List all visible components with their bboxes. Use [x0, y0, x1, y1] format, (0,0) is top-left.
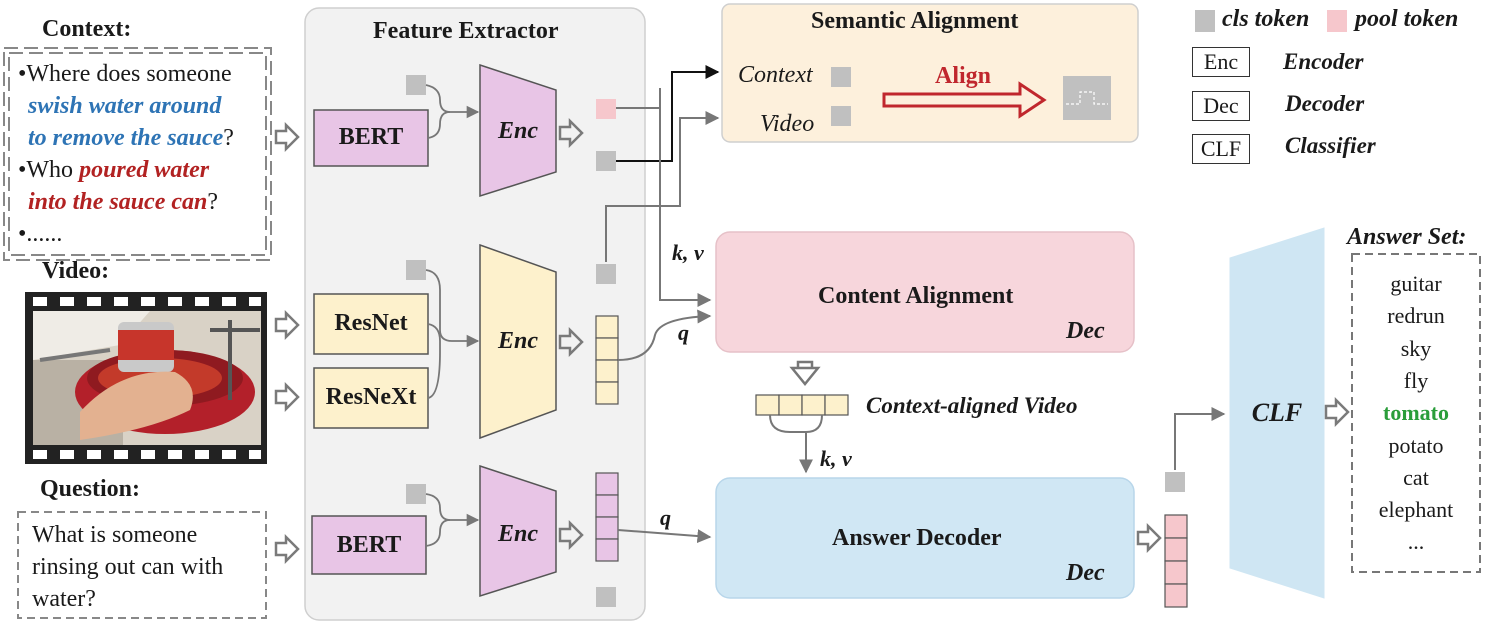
- align-arrow: [882, 81, 1047, 119]
- context-heading: Context:: [42, 16, 132, 42]
- video-filmstrip: [25, 292, 267, 464]
- answer-item: guitar: [1390, 271, 1442, 296]
- cls-token-video-out: [596, 264, 616, 284]
- answer-decoder-kv: k, v: [820, 446, 852, 471]
- question-line-2: rinsing out can with: [32, 554, 224, 580]
- encoder-bottom-shape: [479, 464, 557, 598]
- bert-bottom-label: BERT: [336, 532, 402, 558]
- bert-top-label: BERT: [338, 124, 404, 150]
- legend-dec-label: Decoder: [1285, 91, 1365, 116]
- answer-set-box: [1351, 253, 1481, 573]
- resnet-box: [313, 293, 429, 355]
- feature-extractor-title: Feature Extractor: [373, 18, 559, 44]
- question-line-1: What is someone: [32, 522, 198, 548]
- question-token-stack: [595, 472, 619, 562]
- align-label: Align: [935, 63, 992, 89]
- answer-item: ...: [1407, 529, 1425, 555]
- context-line-1: •Where does someone: [18, 61, 232, 87]
- semantic-context-token: [831, 67, 851, 87]
- answer-item: potato: [1388, 432, 1444, 458]
- semantic-alignment-title: Semantic Alignment: [811, 8, 1019, 34]
- answer-item: fly: [1403, 367, 1429, 393]
- answer-decoder-q: q: [660, 505, 671, 530]
- align-result-token: [1063, 76, 1111, 120]
- legend-clf-label: Classifier: [1285, 133, 1376, 158]
- encoder-video-shape: [479, 243, 557, 440]
- legend-cls-swatch: [1195, 10, 1215, 32]
- context-line-5-end: ?: [207, 189, 218, 215]
- cls-token-bert-bottom: [406, 484, 426, 504]
- legend-pool-label: pool token: [1355, 6, 1459, 32]
- legend-enc-box: Enc: [1192, 47, 1250, 77]
- answer-item: elephant: [1378, 497, 1454, 523]
- legend-dec-box: Dec: [1192, 91, 1250, 121]
- legend-cls-label: cls token: [1222, 6, 1310, 32]
- resnet-label: ResNet: [334, 310, 408, 336]
- semantic-video-token: [831, 106, 851, 126]
- clf-shape: [1229, 227, 1325, 599]
- context-aligned-video-label: Context-aligned Video: [866, 393, 1078, 418]
- answer-item-highlighted: tomato: [1383, 400, 1449, 426]
- decoder-token-stack: [1164, 514, 1188, 608]
- cls-token-video: [406, 260, 426, 280]
- context-highlight-red-1: poured water: [79, 157, 210, 183]
- encoder-top-label: Enc: [497, 118, 538, 144]
- question-box: [17, 511, 267, 619]
- context-highlight-blue-2: to remove the sauce: [28, 125, 224, 151]
- video-heading: Video:: [42, 258, 110, 284]
- bert-top-box: [313, 109, 429, 167]
- context-highlight-blue-1: swish water around: [28, 93, 222, 119]
- legend-clf-box: CLF: [1192, 134, 1250, 164]
- cls-token-question-out: [596, 587, 616, 607]
- context-highlight-red-2: into the sauce can: [28, 189, 208, 215]
- answer-decoder-title: Answer Decoder: [832, 525, 1002, 551]
- legend-enc-label: Encoder: [1283, 49, 1364, 74]
- cls-token-context-out: [596, 151, 616, 171]
- content-alignment-panel: [715, 231, 1135, 353]
- bert-bottom-box: [311, 515, 427, 575]
- content-alignment-kv: k, v: [672, 240, 704, 265]
- pool-token-context: [596, 99, 616, 119]
- semantic-video-label: Video: [760, 111, 815, 137]
- answer-item: sky: [1400, 335, 1432, 361]
- content-alignment-q: q: [678, 320, 689, 345]
- decoder-cls-token: [1165, 472, 1185, 492]
- question-heading: Question:: [40, 476, 141, 502]
- answer-decoder-dec: Dec: [1066, 560, 1105, 586]
- encoder-video-label: Enc: [497, 328, 538, 354]
- content-alignment-dec: Dec: [1066, 318, 1105, 344]
- context-line-3-end: ?: [223, 125, 234, 151]
- resnext-label: ResNeXt: [325, 384, 417, 410]
- cls-token-bert-top: [406, 75, 426, 95]
- clf-label: CLF: [1251, 398, 1303, 427]
- question-line-3: water?: [32, 586, 96, 612]
- answer-item: cat: [1403, 464, 1429, 490]
- legend-pool-swatch: [1327, 10, 1347, 32]
- resnext-box: [313, 367, 429, 429]
- content-alignment-title: Content Alignment: [818, 283, 1014, 309]
- context-line-4: •Who: [18, 157, 80, 183]
- context-ellipsis: •......: [18, 221, 63, 247]
- answer-set-heading: Answer Set:: [1347, 224, 1467, 250]
- video-token-stack: [595, 315, 619, 405]
- encoder-bottom-label: Enc: [497, 521, 538, 547]
- context-box: [3, 47, 272, 261]
- answer-item: redrun: [1387, 303, 1445, 329]
- answer-decoder-panel: [715, 477, 1135, 599]
- context-aligned-video-tokens: [755, 394, 849, 416]
- semantic-context-label: Context: [738, 62, 813, 88]
- input-arrows: [274, 121, 300, 565]
- context-question-1: •Where does someone: [18, 58, 232, 90]
- encoder-top-shape: [479, 63, 557, 198]
